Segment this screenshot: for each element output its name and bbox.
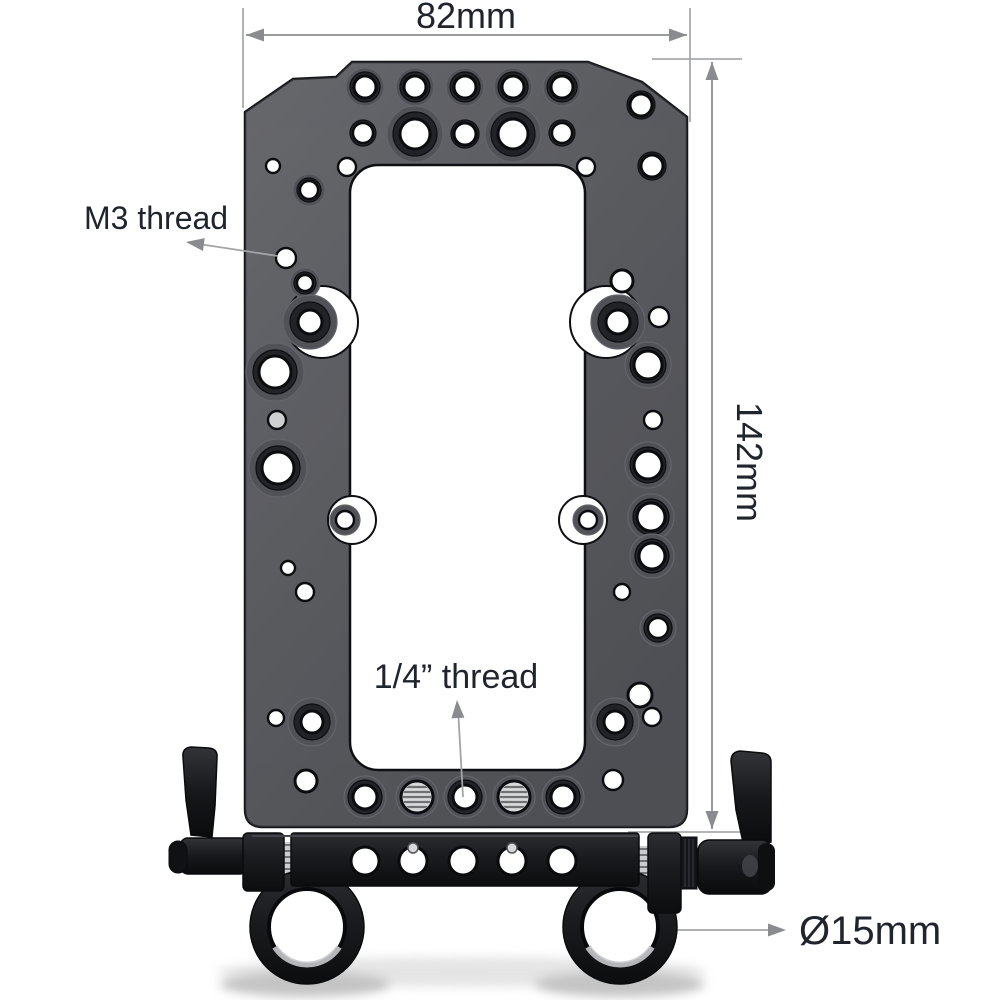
plate-hole [451, 783, 479, 811]
arrowhead [768, 923, 786, 937]
clamp-screw-shaft [639, 846, 648, 884]
plate-hole [402, 74, 428, 100]
clamp-jaw-right [647, 832, 682, 914]
plate-holes [245, 67, 677, 819]
rod-hole-wall-left [272, 945, 342, 968]
rod-hole-wall-right [585, 945, 655, 968]
lever-paddle-left [182, 746, 218, 838]
arrowhead [669, 28, 687, 42]
plate-hole [642, 409, 664, 431]
clamp-screw-right [639, 846, 648, 884]
thumbscrew-lever-right [697, 750, 775, 895]
lever-endcap-left [168, 840, 188, 874]
lever-highlight-right [742, 855, 758, 877]
clamp-hole [349, 845, 381, 877]
plate-hole [264, 157, 282, 175]
quarter-thread-callout: 1/4” thread [374, 658, 538, 798]
plate-hole [637, 541, 667, 571]
dimension-annotations: 82mm 142mm M3 thread 1/4” thread Ø15mm [84, 0, 941, 953]
lever-barrel-left [179, 837, 249, 875]
plate-hole [632, 449, 664, 481]
clamp-bar-holes [349, 842, 578, 877]
plate-hole [260, 450, 296, 486]
knurled-washer-right [680, 836, 698, 890]
m3-thread-label: M3 thread [84, 200, 228, 236]
plate-hole [334, 509, 356, 531]
plate-hole [635, 501, 667, 533]
plate-hole [452, 121, 478, 147]
plate-hole [577, 509, 599, 531]
plate-hole [602, 709, 628, 735]
height-dimension-label: 142mm [729, 402, 770, 522]
rod-clamp-assembly [168, 746, 775, 985]
plate-hole [295, 273, 315, 293]
arrowhead [451, 700, 465, 719]
lever-endcap-right [758, 843, 775, 891]
plate-hole [641, 706, 663, 728]
plate-hole [612, 582, 632, 602]
plate-hole [647, 305, 671, 329]
quarter-leader-line [457, 707, 464, 798]
arrowhead [705, 62, 719, 80]
plate-hole [550, 121, 574, 145]
lever-paddle-right [730, 750, 772, 848]
plate-cutout [348, 163, 587, 772]
plate-hole [549, 783, 577, 811]
clamp-jaw-left [242, 832, 285, 892]
clamp-hole [546, 845, 578, 877]
plate-hole [632, 349, 664, 381]
plate-hole [266, 708, 286, 728]
set-screw [407, 842, 419, 854]
mounting-plate [243, 60, 689, 829]
quarter-thread-label: 1/4” thread [374, 658, 538, 696]
plate-hole [296, 308, 324, 336]
plate-hole [257, 354, 293, 390]
set-screw [506, 842, 518, 854]
plate-hole [299, 709, 325, 735]
clamp-hole [447, 845, 479, 877]
thumbscrew-lever-left [168, 746, 249, 875]
plate-hole [279, 559, 297, 577]
plate-hole [294, 581, 316, 603]
plate-hole [609, 268, 635, 294]
height-dimension: 142mm [628, 58, 770, 833]
plate-hole [298, 179, 320, 201]
m3-thread-callout: M3 thread [84, 200, 279, 257]
plate-hole [626, 681, 654, 709]
arrowhead [246, 28, 264, 42]
plate-hole [549, 74, 575, 100]
clamp-screw-shaft [284, 842, 291, 882]
plate-hole [646, 616, 670, 640]
plate-hole [452, 74, 478, 100]
plate-hole [274, 246, 298, 270]
width-dimension: 82mm [242, 0, 691, 122]
plate-hole [266, 409, 288, 431]
plate-hole [293, 768, 319, 794]
arrowhead [186, 238, 205, 251]
rod-diameter-label: Ø15mm [799, 909, 941, 953]
plate-hole [398, 117, 432, 151]
plate-hole [575, 156, 597, 178]
plate-hole [496, 117, 530, 151]
arrowhead [705, 811, 719, 829]
plate-hole [628, 92, 654, 118]
plate-hole [352, 74, 378, 100]
dimension-arrowheads [186, 28, 786, 937]
plate-hole [336, 156, 358, 178]
plate-hole [351, 783, 379, 811]
plate-hole [601, 768, 625, 792]
width-dimension-label: 82mm [416, 0, 516, 36]
rod-clamp-ring-left [249, 869, 365, 985]
rod-diameter-callout: Ø15mm [652, 909, 941, 953]
plate-hole [639, 153, 665, 179]
m3-leader-line [191, 242, 279, 257]
plate-hole [604, 308, 632, 336]
plate-hole [500, 74, 526, 100]
plate-hole [351, 121, 375, 145]
